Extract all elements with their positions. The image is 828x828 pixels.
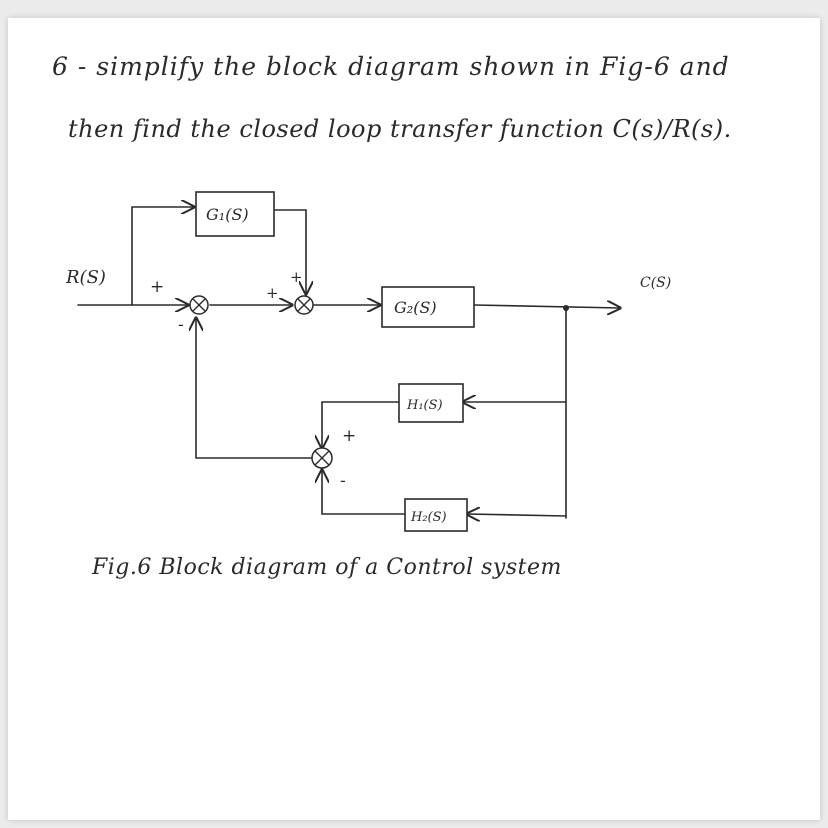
block-h1: H₁(S) [398,383,464,423]
block-g2-label: G₂(S) [394,298,437,317]
question-line-1: 6 - simplify the block diagram shown in … [52,52,730,81]
h1-output-line [322,401,400,448]
input-label: R(S) [65,267,106,288]
block-h2: H₂(S) [404,498,468,532]
feedback-to-sj1 [196,318,313,459]
output-label: C(S) [640,275,671,291]
sign-sj3-bottom: - [340,471,346,491]
figure-caption: Fig.6 Block diagram of a Control system [92,555,562,580]
g1-branch-out [273,209,306,294]
question-line-2: then find the closed loop transfer funct… [68,115,732,143]
sign-sj1-feedback: - [178,315,184,335]
sign-sj2-main: + [266,284,279,302]
g1-branch-in [131,207,194,306]
h2-input-line [467,514,567,516]
summing-junction-2 [294,295,314,315]
sign-sj2-top: + [290,268,303,286]
sign-sj3-top: + [342,426,356,446]
output-pickoff-point [563,305,569,311]
block-h2-label: H₂(S) [410,510,447,525]
block-g1: G₁(S) [195,191,275,237]
block-h1-label: H₁(S) [406,398,443,413]
block-g1-label: G₁(S) [206,205,249,224]
h2-output-line [322,470,406,515]
output-line [473,305,620,308]
summing-junction-3 [311,447,333,469]
summing-junction-1 [189,295,209,315]
sign-sj1-input: + [150,277,164,297]
block-g2: G₂(S) [381,286,475,328]
